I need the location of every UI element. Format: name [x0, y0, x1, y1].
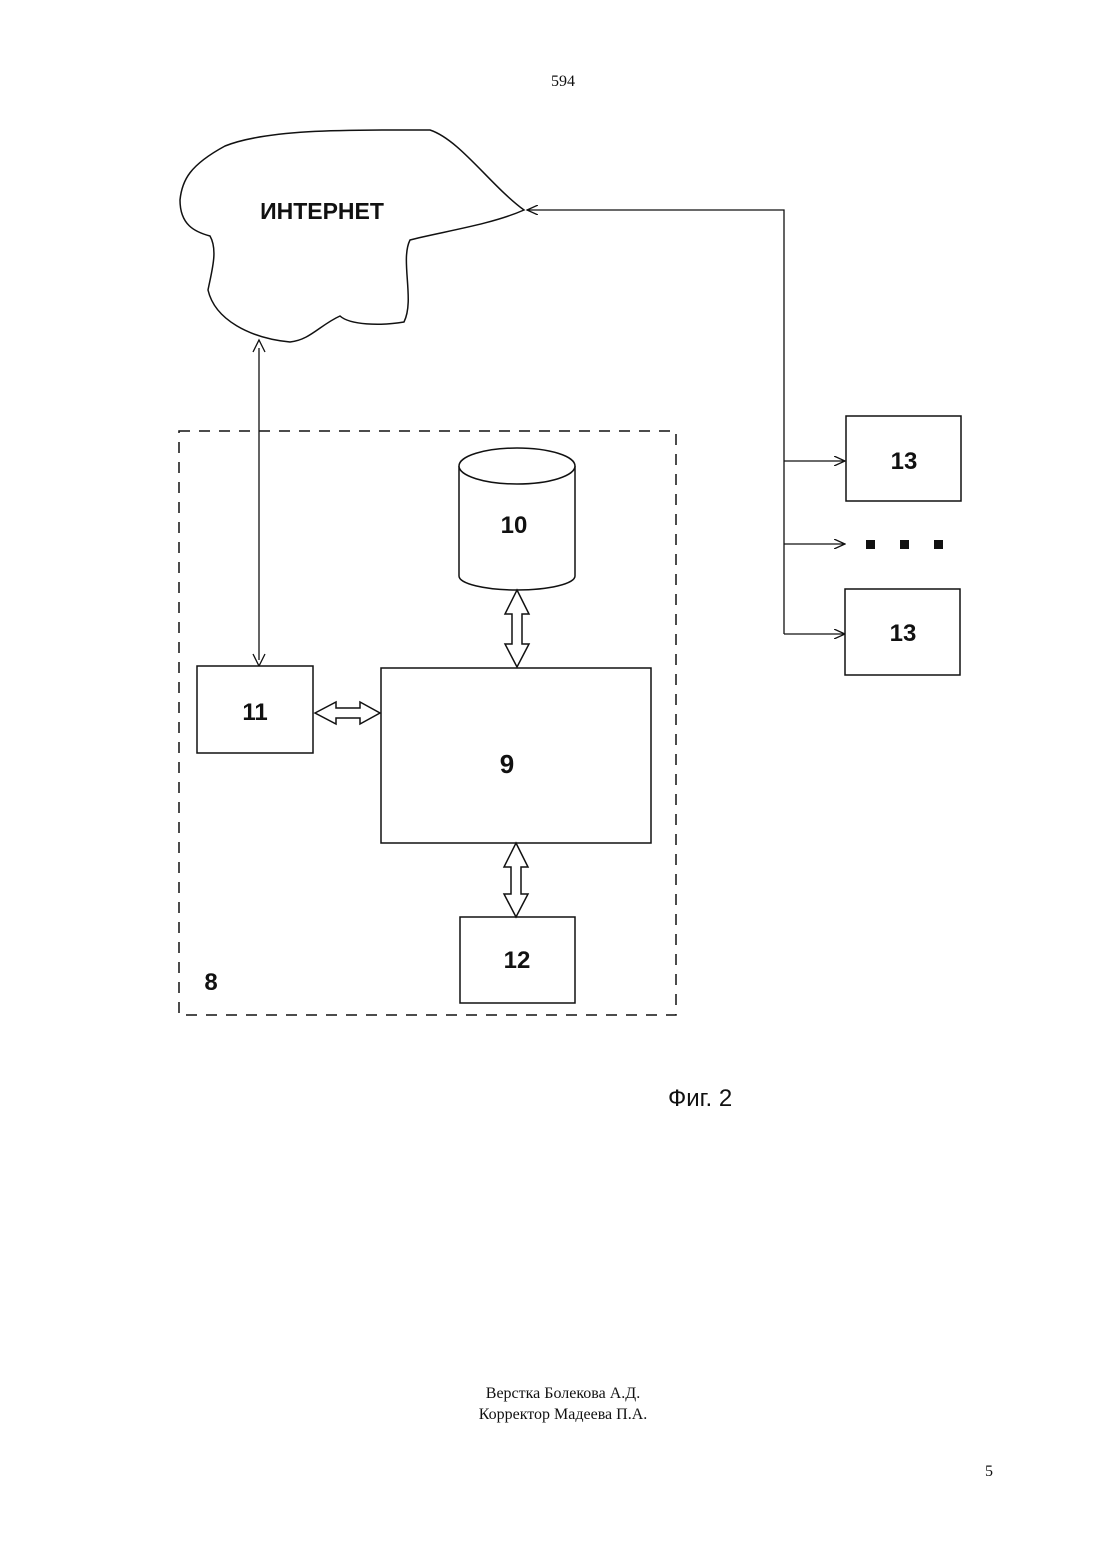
terminal-2-label: 13 [890, 620, 917, 647]
interface-label: 11 [242, 699, 267, 726]
credits-line-1: Верстка Болекова А.Д. [26, 1383, 1100, 1404]
terminal-1-label: 13 [891, 448, 918, 475]
credits-block: Верстка Болекова А.Д. Корректор Мадеева … [0, 1383, 1100, 1425]
controller-unit12-double-arrow [504, 843, 528, 917]
figure-caption: Фиг. 2 [668, 1085, 732, 1113]
db-controller-double-arrow [505, 590, 529, 667]
internet-cloud [180, 130, 524, 342]
controller-label: 9 [500, 749, 514, 779]
unit-12-label: 12 [504, 947, 531, 974]
database-label: 10 [501, 512, 528, 539]
ellipsis-dots [866, 540, 943, 549]
system-label: 8 [204, 969, 217, 996]
controller-block [381, 668, 651, 843]
page-number: 5 [985, 1463, 993, 1481]
internet-label: ИНТЕРНЕТ [260, 198, 384, 224]
interface-controller-double-arrow [315, 702, 380, 724]
credits-line-2: Корректор Мадеева П.А. [26, 1404, 1100, 1425]
